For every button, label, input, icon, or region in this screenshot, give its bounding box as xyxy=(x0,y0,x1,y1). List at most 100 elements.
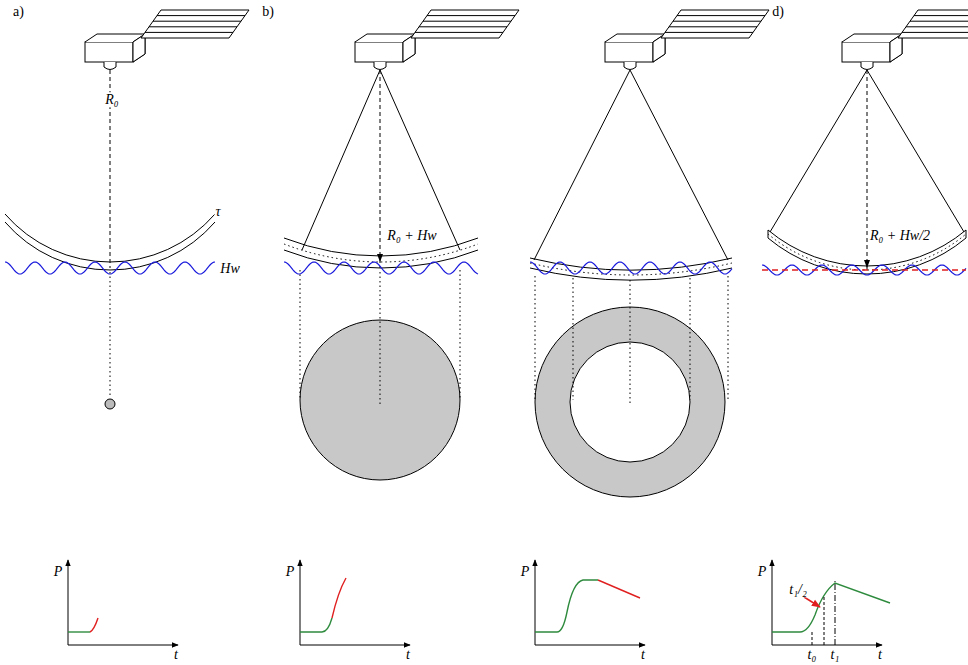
math-label: Hw xyxy=(219,261,240,276)
stroke xyxy=(898,10,968,38)
arrow-head xyxy=(377,254,383,262)
stroke xyxy=(149,26,237,27)
power-curve xyxy=(772,583,890,632)
power-curve xyxy=(300,618,332,632)
sea-wave xyxy=(284,262,478,274)
stroke xyxy=(669,26,757,27)
math-label: P xyxy=(757,564,768,579)
stroke xyxy=(535,276,536,400)
pointer-arrow xyxy=(804,597,820,607)
stroke xyxy=(460,270,461,398)
math-label: t₁ xyxy=(830,648,841,663)
math-label: t xyxy=(877,647,883,662)
satellite xyxy=(842,10,968,70)
stroke xyxy=(423,21,511,22)
math-label: τ xyxy=(214,204,221,219)
stroke xyxy=(768,230,966,266)
stroke xyxy=(812,630,813,645)
stroke xyxy=(673,21,761,22)
stroke xyxy=(380,70,460,250)
solar-panel xyxy=(661,10,769,38)
power-curve xyxy=(68,631,90,632)
axis xyxy=(68,645,178,646)
stroke xyxy=(690,278,691,400)
satellite-body xyxy=(605,42,653,62)
solar-panel xyxy=(898,10,968,38)
satellite xyxy=(355,10,519,70)
geometry xyxy=(5,70,966,497)
math-label: P xyxy=(53,564,64,579)
stroke xyxy=(867,70,868,270)
stroke xyxy=(914,15,968,16)
math-label: t₁/₂ xyxy=(788,582,808,597)
antenna xyxy=(374,62,386,70)
antenna xyxy=(104,62,116,70)
stroke xyxy=(835,580,836,645)
stroke xyxy=(427,15,515,16)
stroke xyxy=(534,70,630,260)
antenna xyxy=(861,62,873,70)
antenna xyxy=(624,62,636,70)
stroke xyxy=(630,280,631,404)
stroke xyxy=(380,70,381,268)
power-plot xyxy=(68,560,890,645)
stroke xyxy=(415,32,503,33)
power-curve xyxy=(535,580,598,632)
math-label: R₀ xyxy=(104,92,119,107)
panel-label: b) xyxy=(261,4,275,19)
arrow-head xyxy=(864,260,870,268)
stroke xyxy=(110,272,111,398)
stroke xyxy=(770,70,867,232)
stroke xyxy=(661,10,769,38)
axis xyxy=(535,645,645,646)
axis xyxy=(772,645,882,646)
stroke xyxy=(157,15,245,16)
math-label: R₀ + Hw xyxy=(386,228,437,243)
stroke xyxy=(5,214,215,262)
math-label: t xyxy=(405,647,411,662)
panel-label: a) xyxy=(12,4,25,19)
stroke xyxy=(867,70,964,232)
power-curve xyxy=(332,578,346,618)
stroke xyxy=(411,10,519,38)
satellite-body xyxy=(842,42,890,62)
math-label: P xyxy=(285,564,296,579)
stroke xyxy=(141,10,249,38)
power-curve xyxy=(90,618,98,632)
stroke xyxy=(665,32,753,33)
math-label: P xyxy=(520,564,531,579)
solar-panel xyxy=(141,10,249,38)
stroke xyxy=(910,21,968,22)
math-label: t xyxy=(640,647,646,662)
axis xyxy=(300,645,410,646)
stroke xyxy=(630,70,728,260)
stroke xyxy=(902,32,968,33)
stroke xyxy=(145,32,233,33)
satellite-body xyxy=(355,42,403,62)
satellite xyxy=(85,10,968,70)
solar-panel xyxy=(411,10,519,38)
sea-wave xyxy=(762,265,966,275)
panel-label: d) xyxy=(771,4,785,19)
stroke xyxy=(906,26,968,27)
stroke xyxy=(677,15,765,16)
stroke xyxy=(302,70,380,250)
stroke xyxy=(380,272,381,404)
stroke xyxy=(728,276,729,400)
math-label: t xyxy=(173,647,179,662)
stroke xyxy=(768,234,966,270)
stroke xyxy=(768,230,769,238)
stroke xyxy=(573,278,574,400)
stroke xyxy=(824,597,825,645)
stroke xyxy=(419,26,507,27)
math-label: R₀ + Hw/2 xyxy=(869,228,931,243)
stroke xyxy=(284,250,478,268)
stroke xyxy=(966,230,967,238)
satellite xyxy=(85,10,249,70)
sea-wave xyxy=(530,262,732,274)
stroke xyxy=(762,269,966,270)
satellite-body xyxy=(85,42,133,62)
footprint xyxy=(105,399,115,409)
